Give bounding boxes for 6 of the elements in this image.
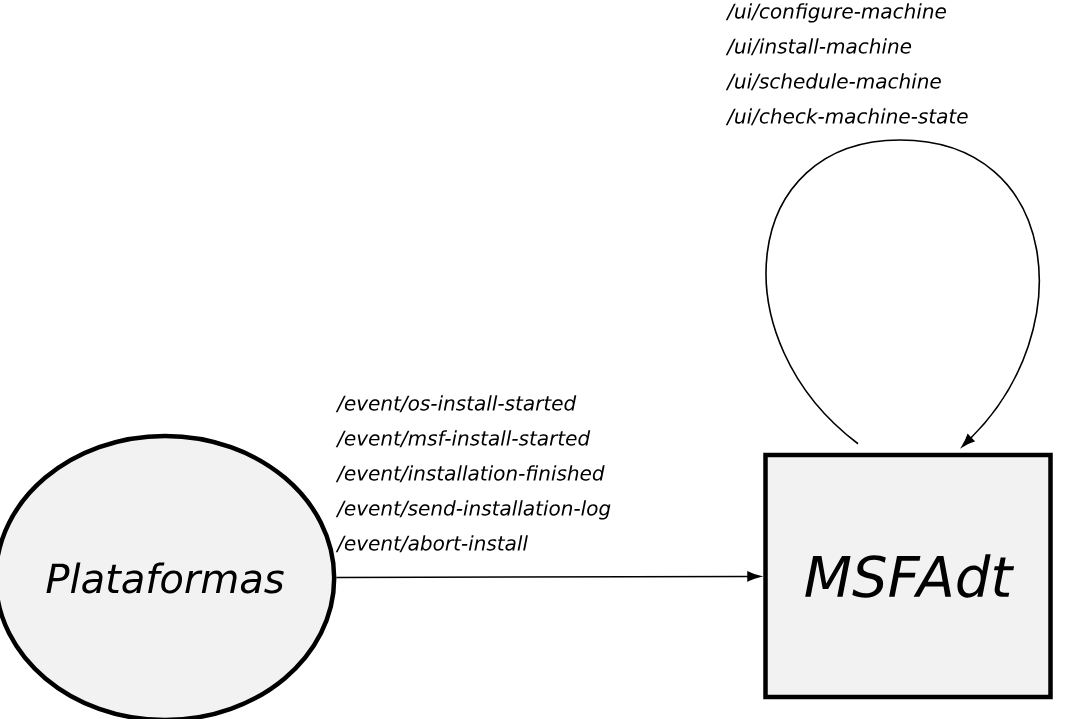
arrow bbox=[335, 571, 761, 582]
edge-label: /event/os-install-started /event/msf-install-started /event/installation-finished /event/send-installation-log /event/abort-install bbox=[335, 395, 611, 553]
process-box: MSFAdt bbox=[763, 452, 1053, 700]
circle-node: Plataformas bbox=[0, 433, 337, 719]
arrow bbox=[765, 139, 1041, 448]
edge-label: /ui/configure-machine /ui/install-machine /ui/schedule-machine /ui/check-machine-state bbox=[725, 3, 968, 126]
